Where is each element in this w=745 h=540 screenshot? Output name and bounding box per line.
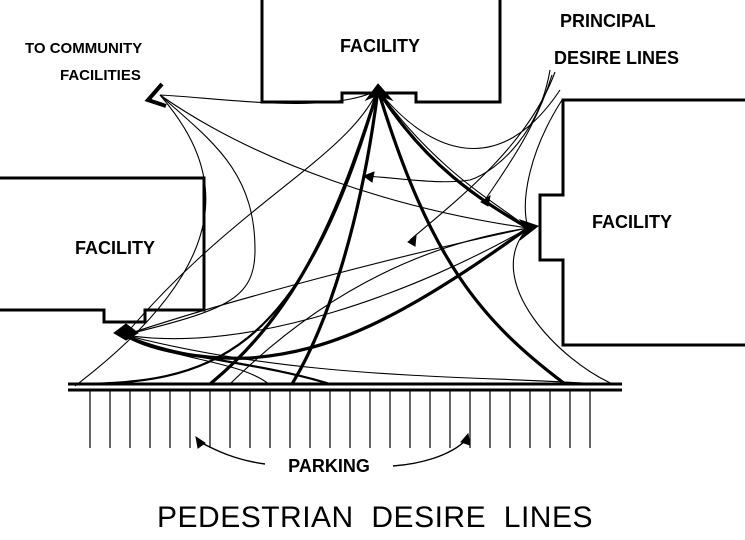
desire-line [377,89,561,150]
parking-leader-right-arrowhead [460,432,471,446]
arrowhead-left-facility [113,323,139,341]
facility-top-label: FACILITY [340,36,420,56]
parking-leader-left-arrowhead [195,435,206,449]
desire-line [124,227,529,340]
facility-right-label: FACILITY [592,212,672,232]
to-community-label-line2: FACILITIES [60,67,141,84]
desire-line [524,99,563,229]
to-community-label-line1: TO COMMUNITY [25,40,142,57]
principal-desire-line [376,89,529,230]
parking-stalls [89,391,591,448]
principal-desire-line [124,333,331,386]
desire-line [124,227,529,336]
principal-desire-line [69,89,380,386]
facility-left-label: FACILITY [75,238,155,258]
small-arrow [407,234,417,247]
facility-right-building [538,98,745,347]
principal-desire-lines-label-line2: DESIRE LINES [554,48,679,68]
arrowhead-right-facility [518,219,540,241]
facility-left-building [0,176,206,324]
desire-line [124,334,601,385]
desire-line [159,89,379,104]
desire-line [229,227,529,385]
desire-line [124,94,256,336]
parking-leader-left [199,441,266,465]
principal-desire-line [376,89,566,386]
desire-line [512,227,616,386]
desire-line [124,89,379,336]
principal-desire-lines-label-line1: PRINCIPAL [560,11,656,31]
parking-leader-right [392,439,467,467]
small-arrow [362,171,375,183]
desire-line [484,74,553,201]
small-arrow [480,194,491,207]
desire-line [364,69,551,183]
arrowhead-community [144,82,167,108]
arrowhead-top-facility [364,83,394,102]
principal-desire-lines [69,89,566,386]
arrowheads [113,82,540,341]
principal-desire-line [290,89,380,385]
desire-line [159,94,529,229]
diagram-caption: PEDESTRIAN DESIRE LINES [157,501,593,534]
principal-desire-line [208,89,380,386]
principal-desire-line [124,226,529,360]
desire-line [377,89,529,229]
parking-label: PARKING [288,456,370,476]
